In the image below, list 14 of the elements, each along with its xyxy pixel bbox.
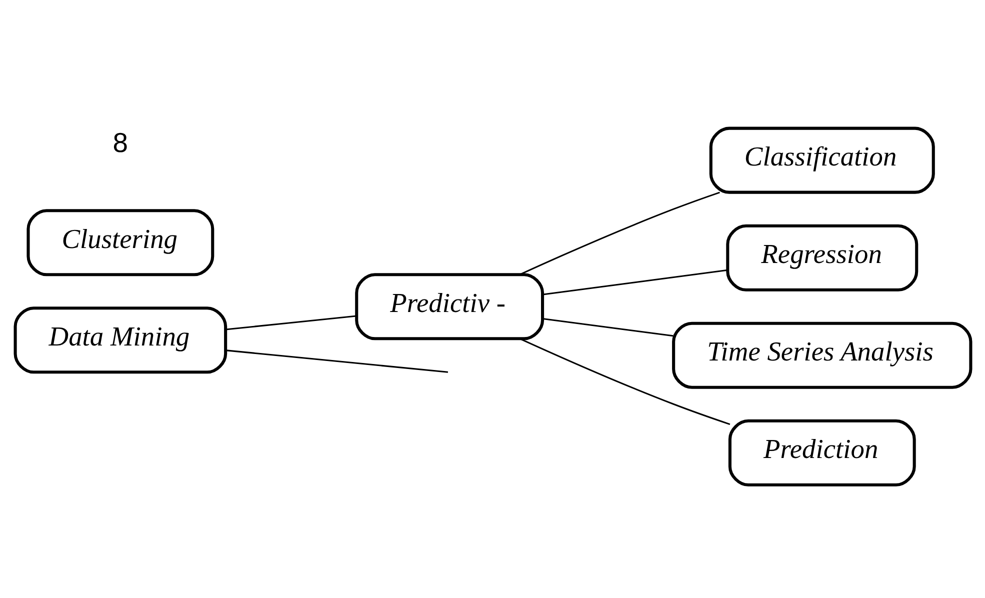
node-box: Clustering [26, 209, 214, 276]
connector [542, 318, 673, 337]
connector [519, 338, 730, 426]
node-box: Classification [708, 126, 934, 194]
node-box: Time Series Analysis [672, 322, 972, 389]
node-box: Prediction [728, 419, 916, 486]
connector [225, 315, 356, 330]
connector [519, 192, 720, 276]
node-box: Data Mining [13, 306, 227, 374]
node-box: Regression [726, 224, 918, 292]
node-box: Predictiv - [354, 273, 544, 340]
label: 8 [112, 126, 128, 158]
connector [542, 269, 727, 296]
connector [225, 350, 448, 373]
